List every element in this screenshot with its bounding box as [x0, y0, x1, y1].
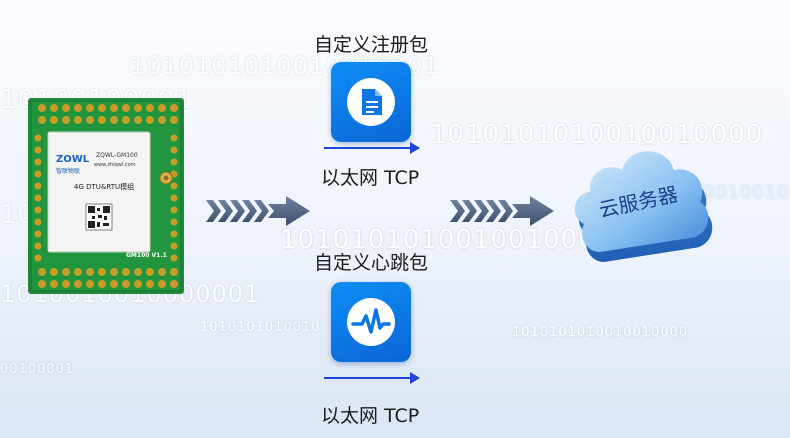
module-website: www.zhiqwl.com [94, 162, 136, 168]
heartbeat-packet-tile [331, 282, 411, 362]
binary-text: 1010101010010 [200, 320, 321, 335]
binary-text: 1010101010010010000 [430, 120, 764, 150]
tcp-arrow-line [324, 147, 412, 149]
module-brand: ZOWL [56, 154, 90, 165]
module-board-mark: GM100 V1.1 [126, 252, 167, 259]
transport-label-bottom: 以太网 TCP [321, 405, 420, 427]
chevron-arrow-icon [206, 196, 310, 226]
tcp-arrow-head [410, 372, 420, 384]
binary-text: 00100001 [0, 362, 75, 377]
module-name: 4G DTU&RTU模组 [74, 183, 135, 191]
module-model: ZQWL-GM100 [96, 152, 138, 159]
register-packet-tile [331, 62, 411, 142]
chevron-arrow-icon [450, 196, 554, 226]
binary-text: 1010101010010010000 [280, 225, 614, 255]
binary-text: 1010101010010010000 [512, 325, 689, 340]
register-packet-label: 自定义注册包 [314, 34, 429, 56]
binary-text: 10010010 [690, 182, 790, 203]
transport-label-top: 以太网 TCP [321, 167, 420, 189]
document-icon [347, 78, 395, 126]
heartbeat-packet-label: 自定义心跳包 [314, 252, 429, 274]
module-brand-sub: 智联物联 [56, 168, 81, 175]
tcp-arrow-head [410, 142, 420, 154]
cloud-icon [574, 151, 713, 262]
heartbeat-icon [347, 298, 395, 346]
tcp-arrow-line [324, 377, 412, 379]
dtu-module-board [28, 98, 184, 294]
